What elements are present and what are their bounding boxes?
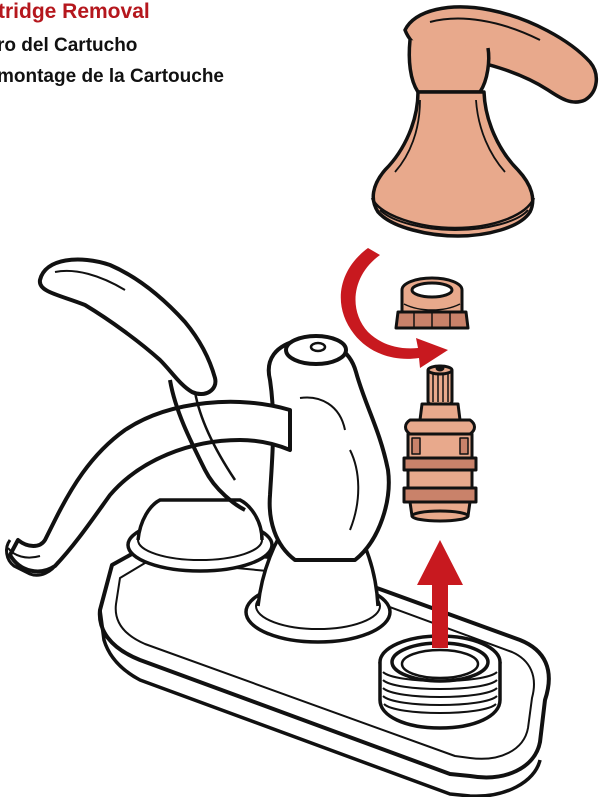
title-french: montage de la Cartouche bbox=[0, 66, 224, 88]
removed-lever-handle bbox=[372, 7, 596, 236]
title-spanish: ro del Cartucho bbox=[0, 35, 137, 57]
cartridge bbox=[404, 366, 476, 521]
bonnet-nut bbox=[396, 278, 468, 328]
left-lever-handle bbox=[40, 260, 245, 510]
left-handle-base bbox=[128, 500, 272, 571]
title-english: tridge Removal bbox=[0, 0, 150, 24]
valve-body-threads bbox=[380, 636, 500, 728]
